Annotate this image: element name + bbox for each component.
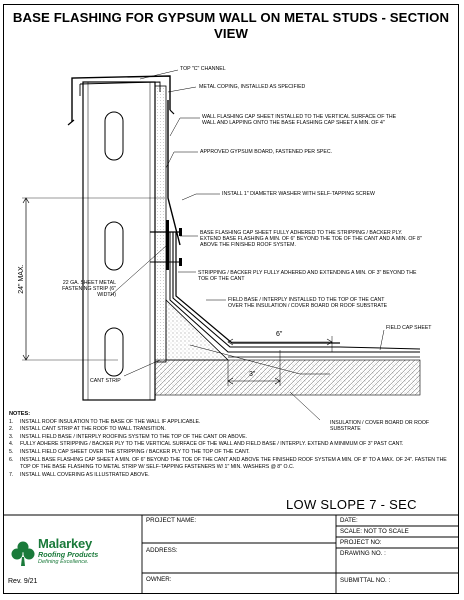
malarkey-logo: Malarkey Roofing Products Defining Excel… (10, 536, 132, 572)
project-no-field: PROJECT NO: (340, 539, 382, 546)
address-field: ADDRESS: (146, 547, 178, 554)
notes-section: NOTES: 1.INSTALL ROOF INSULATION TO THE … (9, 411, 449, 479)
dimension-label-3: 3" (249, 371, 256, 378)
cant-strip (165, 299, 229, 361)
date-field: DATE: (340, 517, 358, 524)
notes-heading: NOTES: (9, 411, 31, 417)
owner-field: OWNER: (146, 576, 172, 583)
callout-fastening-strip: 22 GA. SHEET METAL FASTENING STRIP (6" W… (62, 280, 116, 299)
callout-cant-strip: CANT STRIP (90, 378, 121, 384)
note-item: 7.INSTALL WALL COVERING AS ILLUSTRATED A… (9, 471, 150, 478)
callout-wall-flashing-cap: WALL FLASHING CAP SHEET INSTALLED TO THE… (202, 114, 397, 127)
wall-flashing-cap-sheet (167, 100, 181, 246)
detail-reference: LOW SLOPE 7 - SEC (286, 497, 417, 512)
metal-coping (67, 75, 175, 126)
callout-gypsum-board: APPROVED GYPSUM BOARD, FASTENED PER SPEC… (200, 149, 333, 155)
callout-insulation: INSULATION / COVER BOARD OR ROOF SUBSTRA… (330, 420, 430, 433)
project-name-field: PROJECT NAME: (146, 517, 197, 524)
dimension-6 (227, 336, 333, 352)
callout-field-base: FIELD BASE / INTERPLY INSTALLED TO THE T… (228, 297, 388, 310)
callout-metal-coping: METAL COPING, INSTALLED AS SPECIFIED (199, 84, 306, 90)
submittal-no-field: SUBMITTAL NO. : (340, 577, 391, 584)
note-item: 5.INSTALL FIELD CAP SHEET OVER THE STRIP… (9, 448, 250, 455)
fastening-strip (166, 220, 169, 270)
drawing-no-field: DRAWING NO. : (340, 550, 386, 557)
scale-field: SCALE: NOT TO SCALE (340, 528, 409, 535)
shamrock-icon (11, 541, 35, 566)
revision-label: Rev. 9/21 (8, 578, 38, 585)
callout-top-c-channel: TOP "C" CHANNEL (180, 66, 226, 72)
metal-stud (82, 81, 156, 401)
drawing-title: BASE FLASHING FOR GYPSUM WALL ON METAL S… (12, 10, 450, 41)
note-item: 1.INSTALL ROOF INSULATION TO THE BASE OF… (9, 418, 201, 425)
logo-subtitle: Roofing Products (38, 550, 99, 559)
dimension-3 (227, 350, 281, 386)
note-item: 4.FULLY ADHERE STRIPPING / BACKER PLY TO… (9, 441, 404, 448)
callout-stripping: STRIPPING / BACKER PLY FULLY ADHERED AND… (198, 270, 417, 283)
dimension-24-max (22, 197, 165, 361)
callout-base-flashing-cap: BASE FLASHING CAP SHEET FULLY ADHERED TO… (200, 230, 422, 249)
note-item: 6.INSTALL BASE FLASHING CAP SHEET A MIN.… (9, 456, 447, 471)
logo-name: Malarkey (38, 536, 93, 551)
logo-tagline: Defining Excellence. (38, 559, 89, 565)
note-item: 2.INSTALL CANT STRIP AT THE ROOF TO WALL… (9, 426, 166, 433)
callout-washer: INSTALL 1" DIAMETER WASHER WITH SELF-TAP… (222, 191, 375, 197)
roof-membrane-layers (169, 232, 421, 358)
drawing-sheet-border (3, 4, 459, 594)
dimension-label-6: 6" (276, 331, 283, 338)
washer-screws (150, 228, 182, 266)
callout-field-cap: FIELD CAP SHEET (386, 325, 432, 331)
note-item: 3.INSTALL FIELD BASE / INTERPLY ROOFING … (9, 433, 248, 440)
callout-leaders (109, 69, 385, 421)
